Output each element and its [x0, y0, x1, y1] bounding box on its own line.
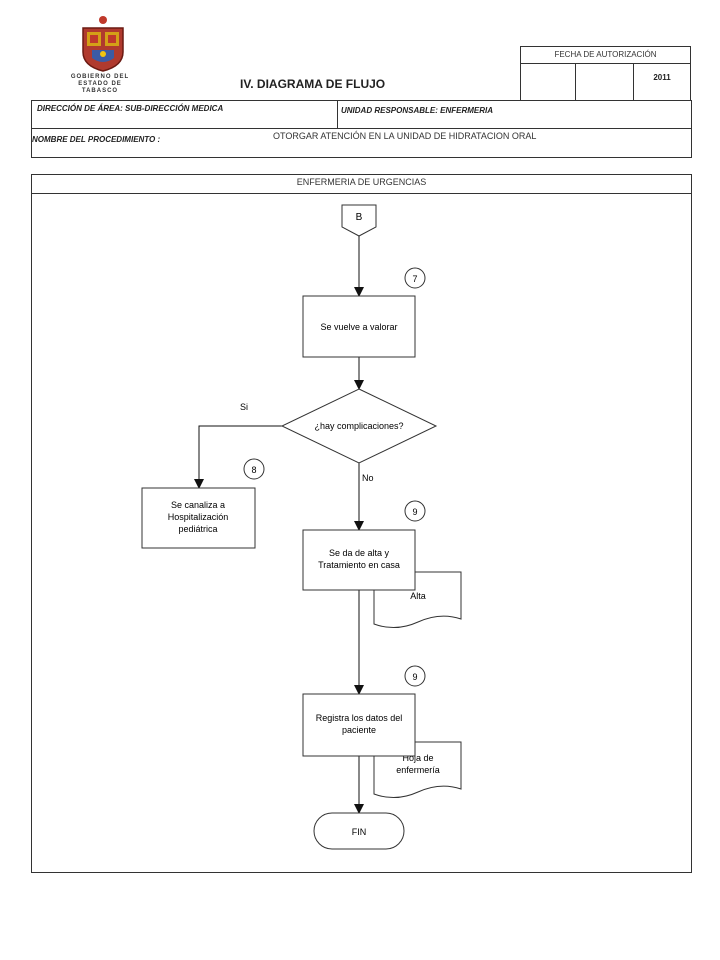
decision-complicaciones	[280, 388, 438, 464]
document-hoja-line-2: enfermería	[396, 765, 440, 775]
authorization-label: FECHA DE AUTORIZACIÓN	[554, 50, 657, 59]
step-number-9b-label: 9	[412, 672, 417, 682]
direccion-label: DIRECCIÓN DE ÁREA: SUB-DIRECCIÓN MEDICA	[37, 104, 224, 113]
step-number-9a	[404, 500, 426, 522]
logo-text-3: TABASCO	[81, 88, 119, 94]
swimlane	[31, 174, 692, 873]
process-registra-line-2: paciente	[342, 725, 376, 735]
divider	[31, 128, 692, 129]
authorization-year: 2011	[653, 73, 671, 82]
terminator-fin-label: FIN	[352, 827, 367, 837]
connector-b-label: B	[356, 212, 363, 223]
step-number-7	[404, 267, 426, 289]
step-number-8-label: 8	[251, 465, 256, 475]
logo	[78, 14, 128, 72]
process-alta-line-1: Se da de alta y	[329, 548, 390, 558]
yes-label: Si	[240, 402, 248, 412]
process-hospitalizacion	[141, 487, 256, 549]
process-registra-line-1: Registra los datos del	[316, 713, 403, 723]
step-number-8	[243, 458, 265, 480]
lane-title: ENFERMERIA DE URGENCIAS	[296, 177, 427, 187]
process-registra	[302, 693, 416, 757]
divider	[520, 63, 691, 64]
divider	[633, 63, 634, 101]
logo-text-1: GOBIERNO DEL	[70, 74, 130, 80]
unidad-label: UNIDAD RESPONSABLE: ENFERMERIA	[341, 106, 494, 115]
logo-text-2: ESTADO DE	[78, 81, 122, 87]
offpage-connector-b	[341, 204, 377, 237]
process-revalorar-label: Se vuelve a valorar	[320, 322, 397, 332]
divider	[31, 193, 692, 194]
divider	[575, 63, 576, 101]
process-alta-line-2: Tratamiento en casa	[318, 560, 400, 570]
terminator-fin	[313, 812, 405, 850]
edge-yes	[194, 425, 282, 489]
document-alta-label: Alta	[410, 591, 426, 601]
step-number-9a-label: 9	[412, 507, 417, 517]
procedimiento-value: OTORGAR ATENCIÓN EN LA UNIDAD DE HIDRATA…	[273, 131, 537, 141]
document-hoja-line-1: Hoja de	[402, 753, 433, 763]
info-table	[31, 100, 692, 158]
process-hospitalizacion-line-2: Hospitalización	[168, 512, 229, 522]
page-title: IV. DIAGRAMA DE FLUJO	[240, 77, 386, 91]
step-number-9b	[404, 665, 426, 687]
process-alta	[302, 529, 416, 591]
coat-of-arms-icon	[82, 16, 124, 72]
process-hospitalizacion-line-3: pediátrica	[178, 524, 217, 534]
procedimiento-label: NOMBRE DEL PROCEDIMIENTO :	[32, 135, 161, 144]
no-label: No	[362, 473, 374, 483]
step-number-7-label: 7	[412, 274, 417, 284]
process-hospitalizacion-line-1: Se canaliza a	[171, 500, 225, 510]
divider	[337, 100, 338, 128]
decision-label: ¿hay complicaciones?	[314, 421, 403, 431]
process-revalorar	[302, 295, 416, 358]
